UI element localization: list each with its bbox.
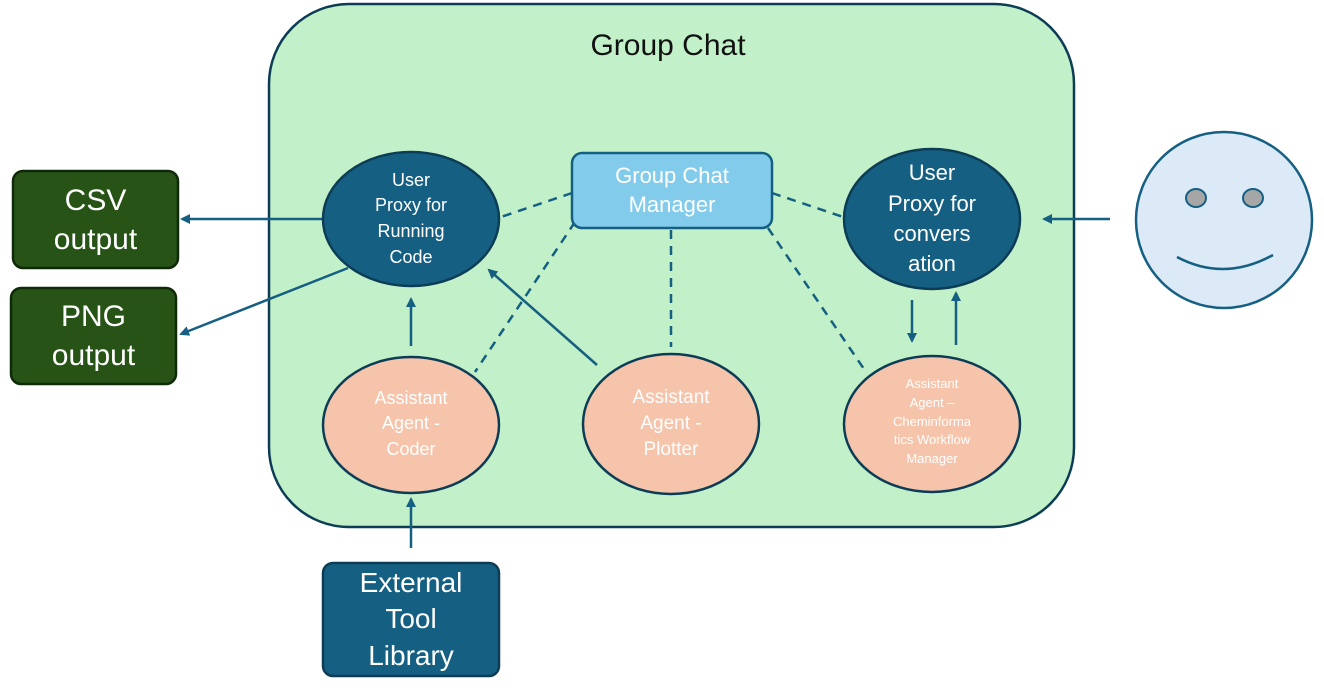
assistant-workflow-manager-node <box>842 354 1022 494</box>
assistant-coder-line: Assistant <box>374 387 448 408</box>
assistant-plotter-node <box>581 352 761 496</box>
csv-output-line: CSV <box>64 183 127 217</box>
assistant-workflow-manager-label: Assistant Agent – Cheminforma tics Workf… <box>862 372 1002 472</box>
manager-to-user-proxy-conversation-link <box>771 191 847 220</box>
plotter-to-user-proxy-arrow <box>487 268 598 366</box>
smile-mouth-icon <box>1176 253 1274 271</box>
assistant-workflow-line: Cheminforma <box>892 413 972 429</box>
assistant-workflow-line: tics Workflow <box>893 432 971 448</box>
png-output-line: PNG <box>60 300 126 333</box>
csv-output-line: output <box>53 222 138 256</box>
assistant-coder-line: Agent - <box>381 413 441 434</box>
user-proxy-code-line: Code <box>389 246 433 267</box>
assistant-workflow-line: Assistant <box>905 375 959 391</box>
user-proxy-conversation-line: ation <box>908 251 956 277</box>
external-tool-library-label: External Tool Library <box>323 563 499 676</box>
assistant-plotter-line: Agent - <box>640 412 702 434</box>
user-proxy-conversation-line: User <box>908 160 956 186</box>
png-output-label: PNG output <box>11 288 176 384</box>
dashed-connectors <box>473 191 868 373</box>
group-chat-manager-label: Group Chat Manager <box>572 153 772 228</box>
user-proxy-code-line: User <box>391 169 430 190</box>
csv-output-box <box>11 169 180 270</box>
assistant-coder-line: Coder <box>386 438 436 459</box>
solid-arrows <box>179 214 1110 548</box>
assistant-coder-node <box>321 355 501 495</box>
user-proxy-running-code-label: User Proxy for Running Code <box>331 152 491 286</box>
user-proxy-conversation-line: convers <box>893 221 971 246</box>
group-chat-title-text: Group Chat <box>590 29 746 62</box>
manager-to-coder-link <box>473 221 577 373</box>
user-proxy-running-code-node <box>321 150 501 288</box>
group-chat-manager-box <box>570 151 774 230</box>
manager-label-line: Manager <box>628 191 716 217</box>
assistant-plotter-label: Assistant Agent - Plotter <box>591 384 751 464</box>
manager-label-line: Group Chat <box>615 162 729 188</box>
manager-to-user-proxy-code-link <box>497 191 573 220</box>
png-output-box <box>9 286 178 386</box>
user-proxy-conversation-node <box>842 147 1022 291</box>
external-tool-library-line: External <box>359 566 463 598</box>
assistant-coder-label: Assistant Agent - Coder <box>331 384 491 464</box>
smiley-face-icon <box>1134 130 1314 310</box>
user-proxy-to-png-arrow <box>179 266 349 336</box>
png-output-line: output <box>51 339 136 372</box>
right-eye-icon <box>1242 188 1264 208</box>
assistant-plotter-line: Plotter <box>643 439 699 461</box>
user-proxy-code-line: Running <box>377 221 445 241</box>
assistant-workflow-line: Agent – <box>909 394 955 410</box>
user-proxy-conversation-label: User Proxy for convers ation <box>852 149 1012 289</box>
assistant-plotter-line: Assistant <box>632 386 710 408</box>
group-chat-title: Group Chat <box>468 24 868 68</box>
csv-output-label: CSV output <box>13 171 178 268</box>
assistant-workflow-line: Manager <box>906 451 958 467</box>
external-tool-library-line: Tool <box>385 603 437 635</box>
manager-to-workflow-manager-link <box>766 227 868 373</box>
user-proxy-conversation-line: Proxy for <box>887 190 977 216</box>
left-eye-icon <box>1185 188 1207 208</box>
external-tool-library-line: Library <box>368 639 454 671</box>
external-tool-library-box <box>321 561 501 678</box>
user-proxy-code-line: Proxy for <box>374 195 448 216</box>
